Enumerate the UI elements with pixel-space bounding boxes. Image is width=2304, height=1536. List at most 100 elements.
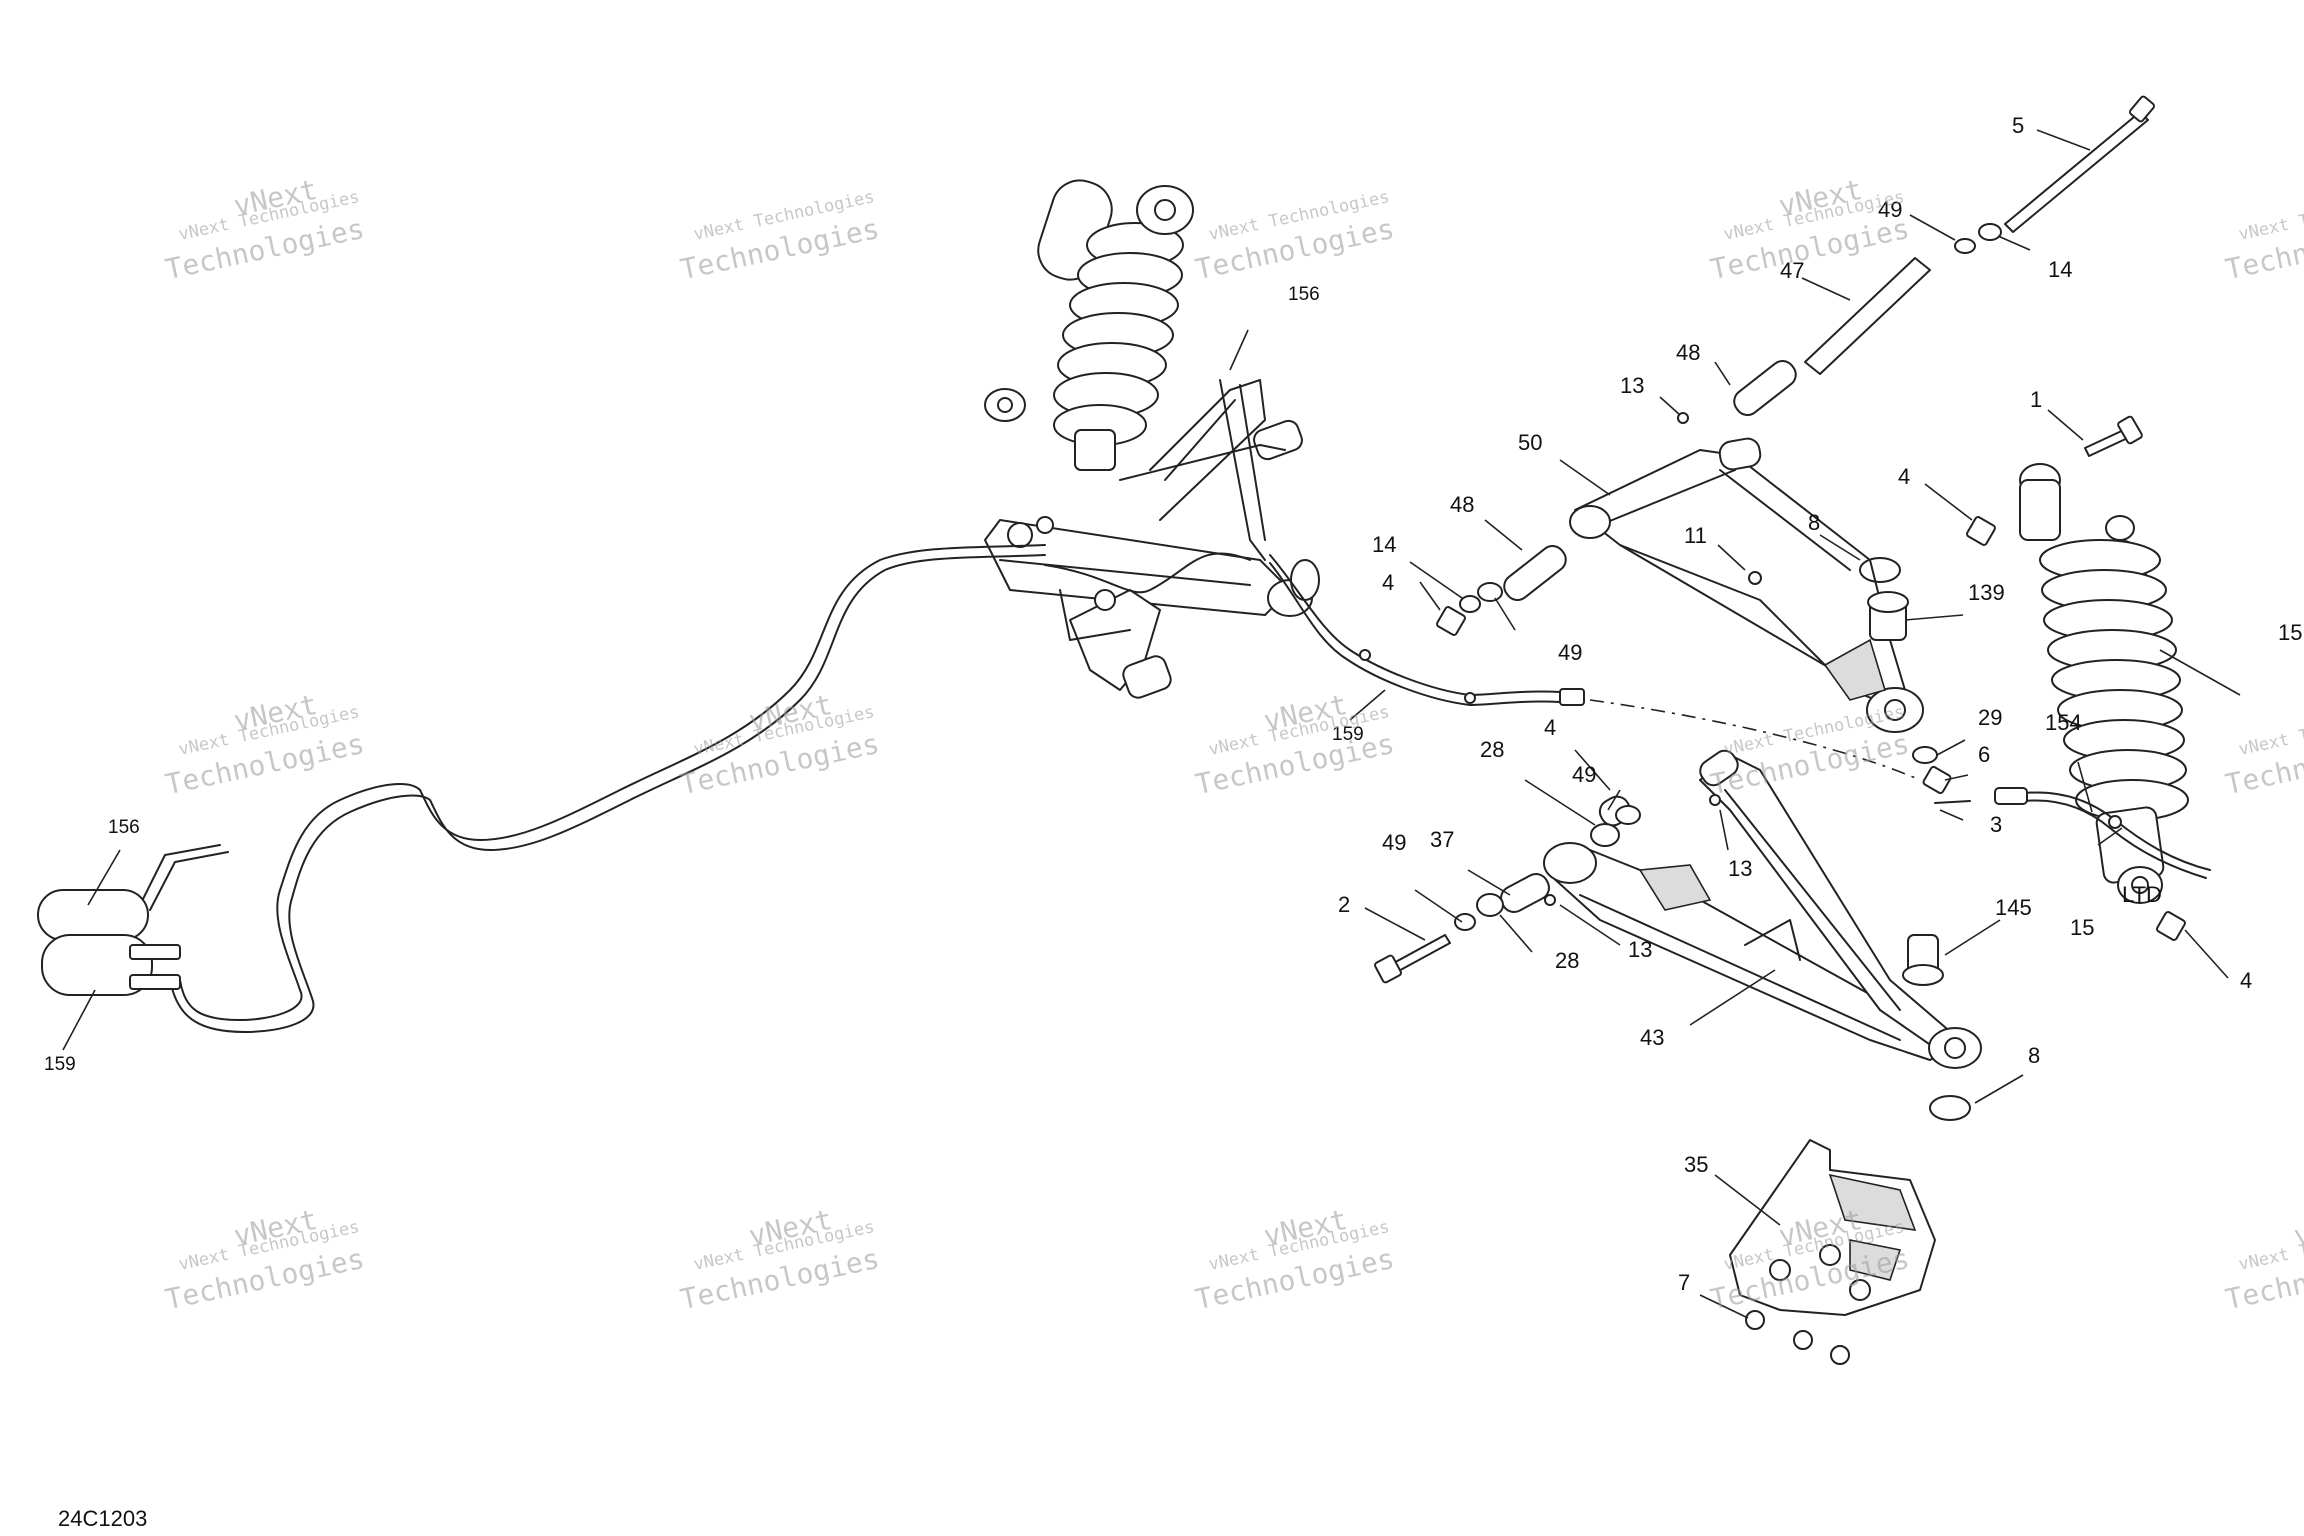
diagram-code: 24C1203 [58,1506,147,1531]
bushing-48-top [1733,360,1797,416]
watermark: vNext Technologies Technologies [678,187,883,286]
washer-49-left [1454,913,1476,931]
callout-4-upper: 4 [1898,464,1910,489]
cotter-pin-3 [1934,800,1971,804]
left-a-arm-assembly [984,379,1320,699]
circlip-8-bot [1929,1095,1971,1121]
callout-14-top: 14 [2048,257,2072,282]
ball-joint-139 [1867,591,1909,641]
callout-15-edge: 15 [2278,620,2302,645]
grease-13-top [1677,412,1689,424]
nuts-7 [1745,1310,1850,1365]
watermarks: vNext Technologies Technologies vNext vN… [163,173,2304,1316]
callout-47: 47 [1780,258,1804,283]
washer-28-bot [1476,893,1504,917]
right-shock-15 [2019,463,2189,904]
watermark: vNext Technologies Technologies vNext [1708,173,1913,286]
callout-labels: 5 49 14 47 48 13 1 50 4 48 8 11 14 4 139… [44,113,2302,1295]
callout-2: 2 [1338,892,1350,917]
right-shock-spring [2039,539,2189,821]
callout-28-top: 28 [1480,737,1504,762]
callout-1: 1 [2030,387,2042,412]
watermark: vNext Technologies Technologies vNext [1193,688,1398,801]
watermark: vNext Technologies Technologies vNext [163,1203,368,1316]
nut-4-right [2156,911,2186,941]
callout-50: 50 [1518,430,1542,455]
callout-ltd: LTD [2122,882,2162,907]
callout-28-bot: 28 [1555,948,1579,973]
nut-6 [1922,765,1952,795]
washer-14-top [1978,223,2002,241]
sensor-156-left [37,844,229,996]
callout-5: 5 [2012,113,2024,138]
grease-11 [1748,571,1762,585]
callout-49-mid: 49 [1558,640,1582,665]
callout-6: 6 [1978,742,1990,767]
callout-139: 139 [1968,580,2005,605]
callout-156-top: 156 [1288,284,1320,305]
upper-a-arm-50 [1569,437,1924,733]
watermark: vNext Technologies Technologies vNext [678,688,883,801]
watermark: vNext Technologies Technologies [1193,187,1398,286]
svg-text:vNext Technologies: vNext Technologies [2237,187,2304,245]
callout-13-bot: 13 [1628,937,1652,962]
callout-15: 15 [2070,915,2094,940]
watermark: vNext Technologies Technologies vNext [163,173,368,286]
callout-13-low: 13 [1728,856,1752,881]
wiring-harness-159 [171,544,1585,1033]
callout-48-top: 48 [1676,340,1700,365]
callout-49-top: 49 [1878,197,1902,222]
callout-35: 35 [1684,1152,1708,1177]
bolt-2 [1374,934,1451,984]
watermark: vNext Technologies Technologies [2223,702,2304,801]
washer-49-mid [1477,582,1503,602]
callout-49-left: 49 [1382,830,1406,855]
grease-13-low [1709,794,1721,806]
nut-4-mid [1436,606,1466,636]
watermark: vNext Technologies Technologies vNext [678,1203,883,1316]
bolt-5 [2004,95,2155,233]
callout-43: 43 [1640,1025,1664,1050]
watermark: vNext Technologies Technologies vNext [1193,1203,1398,1316]
callout-13-top: 13 [1620,373,1644,398]
callout-48-mid: 48 [1450,492,1474,517]
left-shock-assembly [984,179,1194,471]
svg-text:vNext Technologies: vNext Technologies [2237,702,2304,760]
leader-lines [62,129,2241,1319]
callout-4-low: 4 [1544,715,1556,740]
callout-4-mid: 4 [1382,570,1394,595]
watermark: vNext Technologies Technologies [2223,187,2304,286]
callout-49-low: 49 [1572,762,1596,787]
callout-8-bot: 8 [2028,1043,2040,1068]
skid-plate-35 [1729,1139,1936,1316]
callout-37: 37 [1430,827,1454,852]
washer-49-top [1954,238,1976,254]
callout-11: 11 [1684,523,1707,548]
callout-159-mid: 159 [1332,724,1364,745]
washer-29 [1912,746,1938,764]
callout-7: 7 [1678,1270,1690,1295]
callout-4-right: 4 [2240,968,2252,993]
circlip-8-top [1859,557,1901,583]
callout-159-left: 159 [44,1054,76,1075]
left-shock-spring [1053,222,1184,446]
callout-29: 29 [1978,705,2002,730]
watermark: vNext Technologies Technologies [1708,702,1913,801]
ball-joint-145 [1902,934,1944,986]
callout-145: 145 [1995,895,2032,920]
callout-3: 3 [1990,812,2002,837]
washer-49-low [1615,805,1641,825]
watermark: vNext Technologies Technologies vNext [2223,1203,2304,1316]
washer-14-mid [1459,595,1481,613]
washer-28-top [1590,823,1620,847]
watermark: vNext Technologies Technologies vNext [163,688,368,801]
callout-14-mid: 14 [1372,532,1396,557]
lower-a-arm-43 [1543,749,1982,1069]
callout-154: 154 [2045,710,2082,735]
nut-4-upper [1966,516,1996,546]
grease-13-bot [1544,894,1556,906]
callout-156-left: 156 [108,817,140,838]
bushing-48-mid [1503,545,1567,601]
sensor-cable-154 [1994,787,2211,879]
